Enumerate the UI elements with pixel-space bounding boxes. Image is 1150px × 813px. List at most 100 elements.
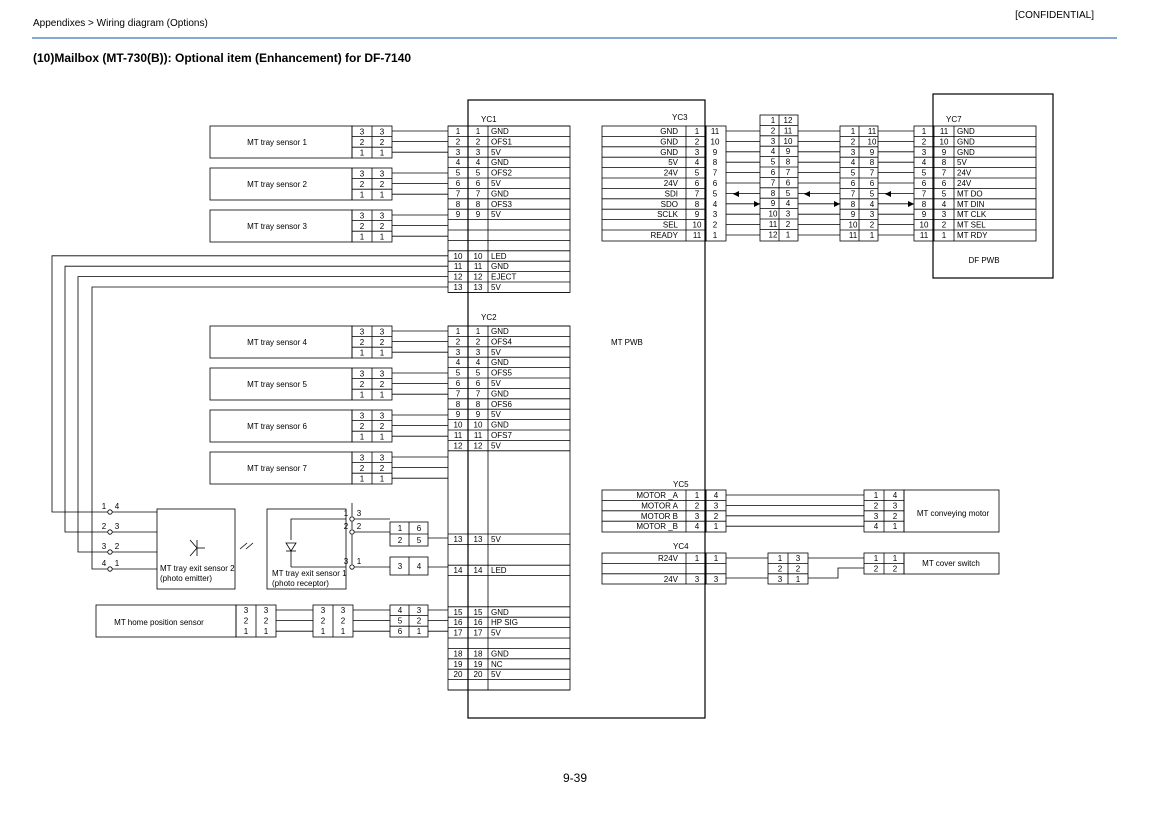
yc1-signal: EJECT bbox=[491, 273, 516, 282]
yc2-pin-b: 6 bbox=[476, 379, 481, 388]
yc2-pin-b: 9 bbox=[476, 410, 481, 419]
sensor-pin: 3 bbox=[380, 412, 385, 421]
home-pin: 2 bbox=[321, 617, 326, 626]
yc5-signal: MOTOR A bbox=[641, 501, 678, 510]
yc2-pin-a: 1 bbox=[456, 327, 461, 336]
emitter-pin: 1 bbox=[102, 502, 107, 511]
exit-sensor1-terminal bbox=[349, 529, 355, 535]
motor-pin: 2 bbox=[874, 501, 879, 510]
sensor-pin: 2 bbox=[360, 380, 365, 389]
yc2-pin-a: 20 bbox=[454, 670, 463, 679]
relay1-pin-a: 6 bbox=[771, 168, 776, 177]
motor-pin: 3 bbox=[893, 501, 898, 510]
sensor-pin: 2 bbox=[380, 338, 385, 347]
yc3-pin-b: 2 bbox=[713, 221, 718, 230]
yc7-pin-b: 11 bbox=[940, 127, 949, 136]
emitter-pin: 2 bbox=[115, 542, 120, 551]
sdo-arrow bbox=[908, 201, 914, 207]
relay1-pin-b: 12 bbox=[784, 116, 793, 125]
yc1-pin-b: 11 bbox=[474, 262, 483, 271]
yc1-pin-b: 3 bbox=[476, 148, 481, 157]
exit-sensor2-wire bbox=[77, 276, 448, 553]
relay1-pin-a: 9 bbox=[771, 199, 776, 208]
emitter-symbol bbox=[189, 539, 198, 557]
exit-sensor1-type: (photo receptor) bbox=[272, 579, 329, 588]
yc7-pin-b: 8 bbox=[942, 158, 947, 167]
yc2-pin-b: 13 bbox=[474, 535, 483, 544]
sensor-pin: 3 bbox=[380, 370, 385, 379]
exit-sensor1-box bbox=[266, 508, 347, 590]
yc2-pin-b: 7 bbox=[476, 389, 481, 398]
motor-pin: 4 bbox=[893, 491, 898, 500]
yc3-signal: 24V bbox=[664, 179, 679, 188]
relay1-pin-a: 1 bbox=[771, 116, 776, 125]
mt-pwb-label: MT PWB bbox=[611, 338, 643, 347]
yc1-signal: OFS1 bbox=[491, 137, 512, 146]
relay2-pin-b: 8 bbox=[870, 158, 875, 167]
sensor-pin: 2 bbox=[360, 422, 365, 431]
relay2-pin-b: 11 bbox=[868, 127, 877, 136]
sensor-pin: 3 bbox=[360, 328, 365, 337]
yc1-signal: GND bbox=[491, 189, 509, 198]
exit-sensor1-terminal bbox=[349, 564, 355, 570]
yc7-pin-a: 1 bbox=[922, 127, 927, 136]
yc4-connector bbox=[601, 552, 707, 585]
page-title: (10)Mailbox (MT-730(B)): Optional item (… bbox=[33, 51, 412, 65]
yc2-signal: GND bbox=[491, 358, 509, 367]
relay2-pin-a: 8 bbox=[851, 200, 856, 209]
yc1-pin-b: 4 bbox=[476, 158, 481, 167]
df-pwb-board bbox=[932, 93, 1054, 279]
relay1-pin-b: 2 bbox=[786, 220, 791, 229]
relay-pin: 2 bbox=[417, 617, 422, 626]
yc1-signal: OFS3 bbox=[491, 200, 512, 209]
yc7-label: YC7 bbox=[946, 115, 962, 124]
home-pin: 1 bbox=[244, 627, 249, 636]
yc7-pin-b: 7 bbox=[942, 169, 947, 178]
sensor-pin: 1 bbox=[380, 148, 385, 157]
yc7-pin-b: 5 bbox=[942, 189, 947, 198]
emitter-pin: 2 bbox=[102, 522, 107, 531]
yc2-pin-b: 4 bbox=[476, 358, 481, 367]
yc3-pin-a: 10 bbox=[693, 221, 702, 230]
yc3-pin-b: 6 bbox=[713, 179, 718, 188]
yc1-signal: GND bbox=[491, 158, 509, 167]
relay2-pin-b: 4 bbox=[870, 200, 875, 209]
yc4-relay-pin: 3 bbox=[796, 554, 801, 563]
sensor-pin: 3 bbox=[380, 128, 385, 137]
receptor-pin: 3 bbox=[344, 557, 349, 566]
exit-sensor2-terminal bbox=[107, 566, 113, 572]
emitter-pin: 1 bbox=[115, 559, 120, 568]
home-sensor-name: MT home position sensor bbox=[114, 618, 204, 627]
yc2-signal: 5V bbox=[491, 441, 501, 450]
yc5-pin-a: 4 bbox=[695, 522, 700, 531]
yc3-pin-a: 9 bbox=[695, 210, 700, 219]
sensor-pin: 3 bbox=[380, 454, 385, 463]
yc2-signal: HP SIG bbox=[491, 618, 518, 627]
yc7-connector bbox=[913, 125, 1037, 242]
relay1-pin-b: 7 bbox=[786, 168, 791, 177]
yc3-pin-b: 5 bbox=[713, 189, 718, 198]
relay2-pin-b: 7 bbox=[870, 169, 875, 178]
relay2-pin-b: 9 bbox=[870, 148, 875, 157]
yc3-pin-a: 3 bbox=[695, 148, 700, 157]
yc1-pin-b: 9 bbox=[476, 210, 481, 219]
yc1-signal: 5V bbox=[491, 148, 501, 157]
yc3-signal: GND bbox=[660, 127, 678, 136]
relay1-pin-a: 12 bbox=[769, 230, 778, 239]
yc1-signal: LED bbox=[491, 252, 507, 261]
yc3-pin-a: 8 bbox=[695, 200, 700, 209]
yc3-signal: 24V bbox=[664, 169, 679, 178]
exit-sensor2-wire bbox=[91, 286, 448, 570]
yc4-relay-pin: 1 bbox=[796, 575, 801, 584]
yc1-pin-a: 10 bbox=[454, 252, 463, 261]
yc1-pin-b: 6 bbox=[476, 179, 481, 188]
yc7-signal: 24V bbox=[957, 179, 972, 188]
sdo-arrow bbox=[754, 201, 760, 207]
yc7-pin-b: 2 bbox=[942, 221, 947, 230]
yc7-pin-b: 10 bbox=[940, 137, 949, 146]
sensor-pin: 3 bbox=[360, 412, 365, 421]
df-pwb-label: DF PWB bbox=[968, 256, 999, 265]
switch-pin: 1 bbox=[874, 554, 879, 563]
yc5-pin-b: 1 bbox=[714, 522, 719, 531]
yc2-pin-a: 3 bbox=[456, 348, 461, 357]
